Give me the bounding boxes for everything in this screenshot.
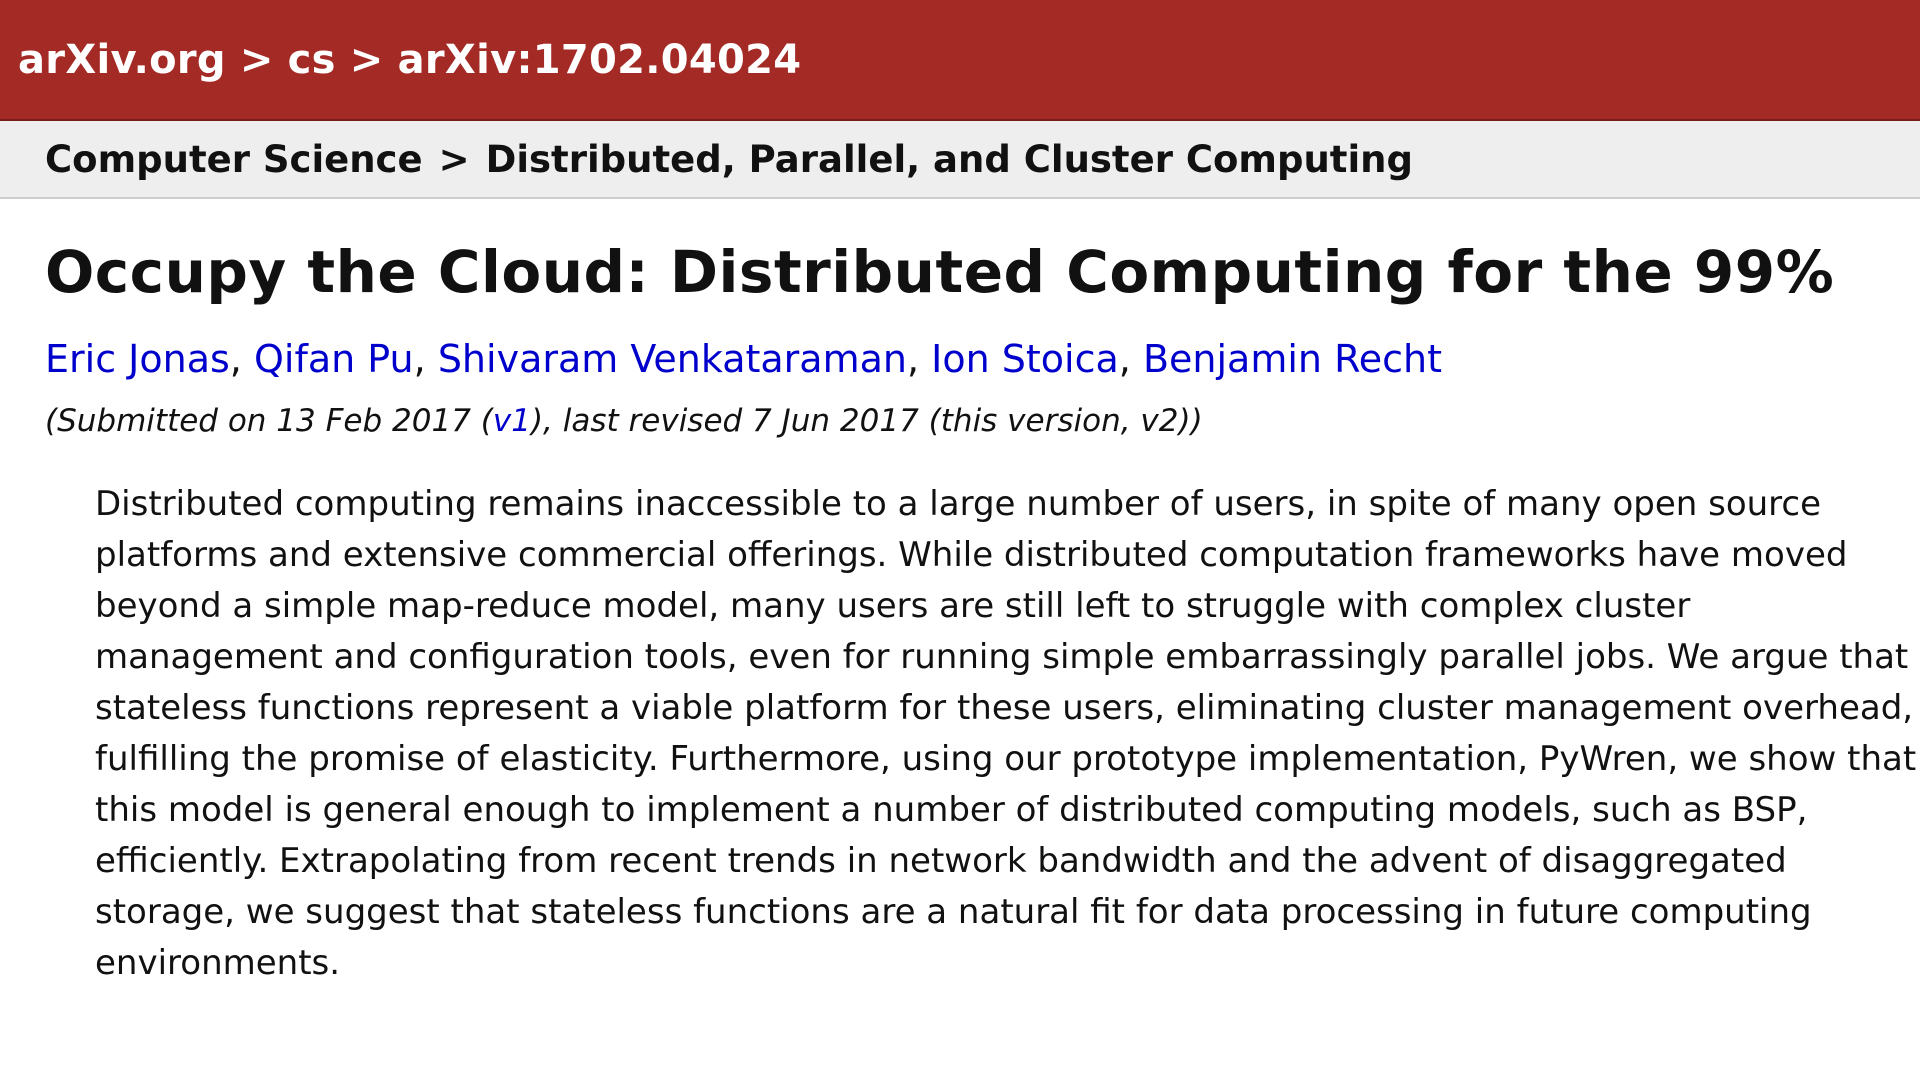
submission-dateline: (Submitted on 13 Feb 2017 (v1), last rev… (45, 401, 1890, 441)
author-link[interactable]: Ion Stoica (931, 337, 1119, 381)
category-label: Computer Science (45, 137, 423, 181)
breadcrumb-separator: > (349, 36, 384, 83)
dateline-prefix: (Submitted on 13 Feb 2017 ( (45, 403, 493, 439)
author-link[interactable]: Eric Jonas (45, 337, 230, 381)
author-separator: , (229, 337, 242, 381)
category-separator: > (438, 137, 470, 181)
version-v1-link[interactable]: v1 (492, 403, 531, 439)
breadcrumb-cs-link[interactable]: cs (287, 36, 336, 83)
dateline-suffix: ), last revised 7 Jun 2017 (this version… (530, 403, 1203, 439)
author-list: Eric Jonas, Qifan Pu, Shivaram Venkatara… (45, 335, 1890, 383)
top-breadcrumb-bar: arXiv.org > cs > arXiv:1702.04024 (0, 0, 1920, 121)
author-link[interactable]: Benjamin Recht (1142, 337, 1443, 381)
category-bar: Computer Science > Distributed, Parallel… (0, 121, 1920, 199)
author-link[interactable]: Qifan Pu (253, 337, 414, 381)
breadcrumb-arxiv-home-link[interactable]: arXiv.org (18, 36, 226, 83)
breadcrumb-current-paper: arXiv:1702.04024 (397, 36, 802, 83)
breadcrumb-separator: > (239, 36, 274, 83)
author-separator: , (906, 337, 920, 381)
paper-title: Occupy the Cloud: Distributed Computing … (45, 238, 1835, 306)
author-separator: , (1118, 337, 1131, 381)
paper-content: Occupy the Cloud: Distributed Computing … (0, 237, 1920, 989)
abstract-text: Distributed computing remains inaccessib… (95, 484, 1917, 983)
author-separator: , (413, 337, 426, 381)
subcategory-label: Distributed, Parallel, and Cluster Compu… (485, 137, 1413, 181)
author-link[interactable]: Shivaram Venkataraman (437, 337, 907, 381)
